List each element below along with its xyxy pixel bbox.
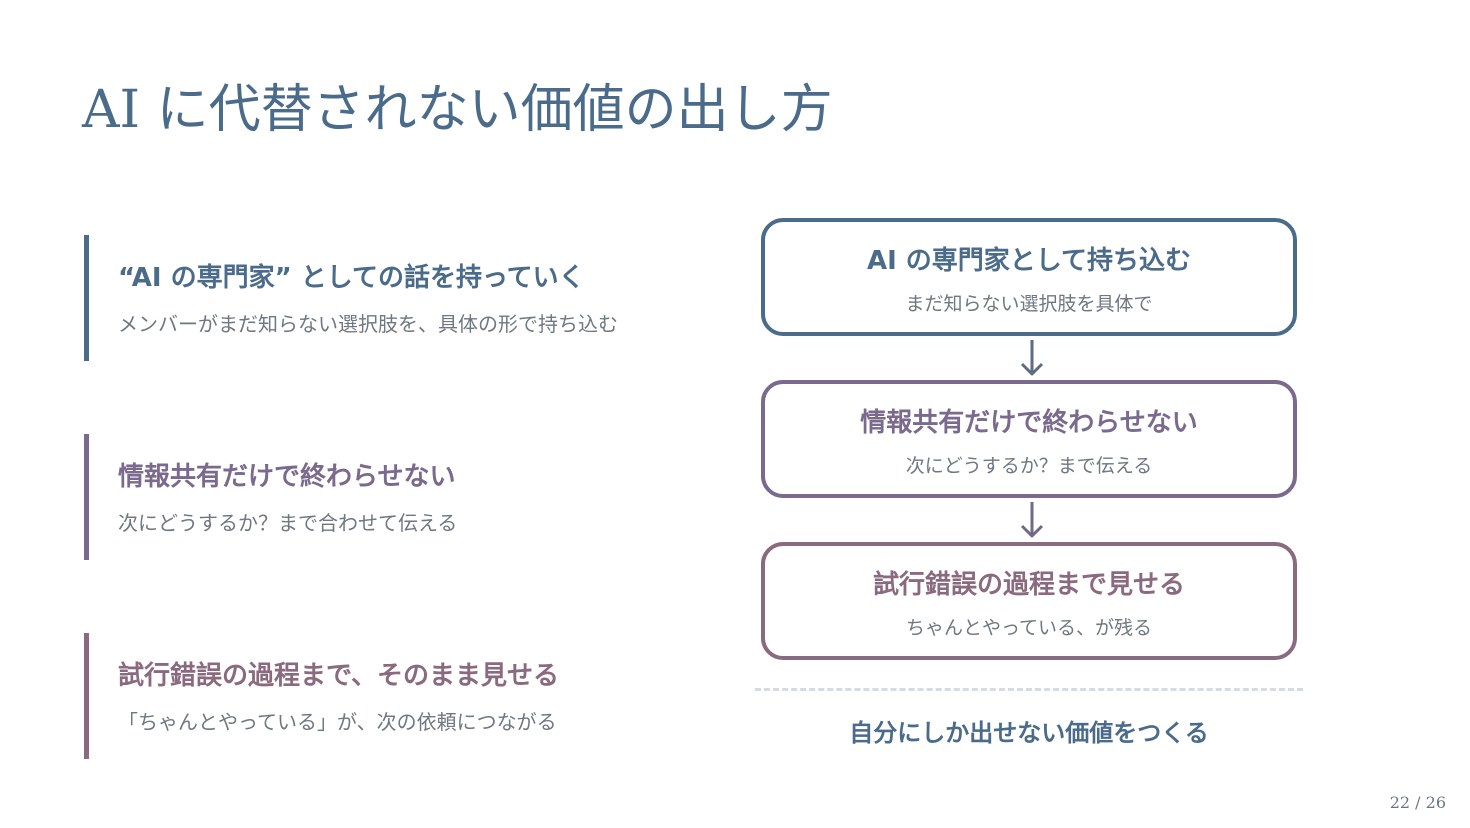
flow-step-description: ちゃんとやっている、が残る xyxy=(905,617,1153,639)
page-number: 22 / 26 xyxy=(1389,793,1446,812)
accent-bar xyxy=(84,633,89,759)
flow-step-description: まだ知らない選択肢を具体で xyxy=(905,293,1153,315)
point-description: メンバーがまだ知らない選択肢を、具体の形で持ち込む xyxy=(118,312,618,336)
point-description: 「ちゃんとやっている」が、次の依頼につながる xyxy=(118,710,557,734)
slide-title: AI に代替されない価値の出し方 xyxy=(82,80,833,140)
point-item-info-sharing: 情報共有だけで終わらせない 次にどうするか？まで合わせて伝える xyxy=(84,434,714,560)
flow-step-trial-error: 試行錯誤の過程まで見せる ちゃんとやっている、が残る xyxy=(761,542,1297,660)
point-item-trial-error: 試行錯誤の過程まで、そのまま見せる 「ちゃんとやっている」が、次の依頼につながる xyxy=(84,633,714,759)
point-description: 次にどうするか？まで合わせて伝える xyxy=(118,511,458,535)
flow-step-info-sharing: 情報共有だけで終わらせない 次にどうするか？まで伝える xyxy=(761,380,1297,498)
point-title: 情報共有だけで終わらせない xyxy=(118,462,456,492)
point-title: “AI の専門家” としての話を持っていく xyxy=(118,263,585,293)
arrow-down-icon xyxy=(1020,502,1044,538)
flow-step-description: 次にどうするか？まで伝える xyxy=(905,455,1153,477)
flow-step-ai-expert: AI の専門家として持ち込む まだ知らない選択肢を具体で xyxy=(761,218,1297,336)
arrow-down-icon xyxy=(1020,340,1044,376)
dashed-divider xyxy=(755,688,1303,691)
flow-step-title: AI の専門家として持ち込む xyxy=(866,246,1192,276)
accent-bar xyxy=(84,434,89,560)
flow-step-title: 情報共有だけで終わらせない xyxy=(860,408,1198,438)
point-item-ai-expert: “AI の専門家” としての話を持っていく メンバーがまだ知らない選択肢を、具体… xyxy=(84,235,714,361)
accent-bar xyxy=(84,235,89,361)
point-title: 試行錯誤の過程まで、そのまま見せる xyxy=(118,661,559,691)
conclusion-text: 自分にしか出せない価値をつくる xyxy=(849,719,1209,747)
flow-step-title: 試行錯誤の過程まで見せる xyxy=(872,570,1185,600)
